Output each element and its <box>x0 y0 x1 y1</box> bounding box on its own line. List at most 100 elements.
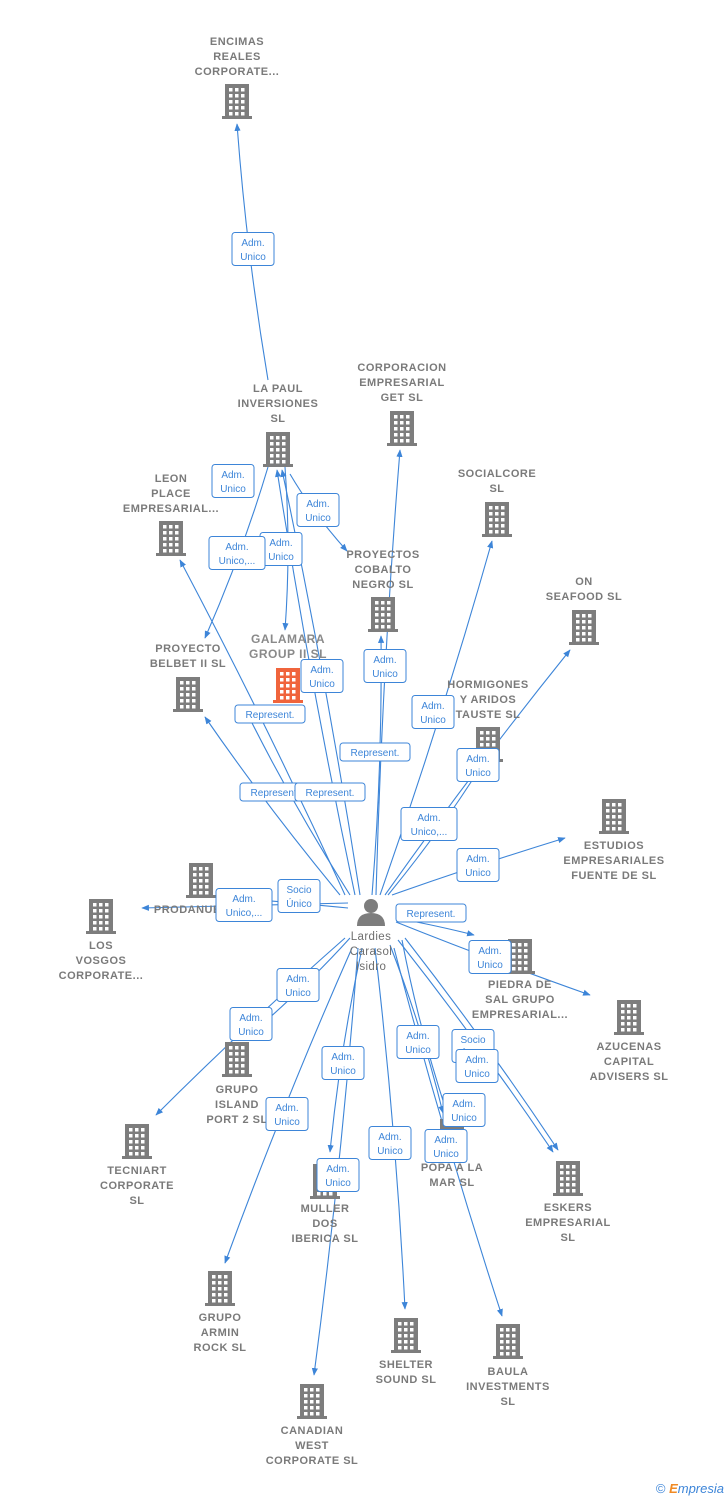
edge-label[interactable]: Adm.Unico <box>442 1093 486 1127</box>
edge-label[interactable]: Adm.Unico <box>456 748 500 782</box>
edge-label-text: Unico,... <box>411 827 448 838</box>
edge-label-text: Adm. <box>452 1099 475 1110</box>
edge-label[interactable]: Adm. Unico <box>231 232 275 266</box>
edge-label[interactable]: Adm.Unico <box>468 940 512 974</box>
company-node-prodanub[interactable]: PRODANUB... <box>154 863 232 916</box>
edge-label[interactable]: Adm.Unico <box>300 659 344 693</box>
edge-label-text: Unico <box>420 715 446 726</box>
building-icon <box>186 863 216 898</box>
edge-label-box <box>363 649 407 683</box>
company-name-line: ESKERS <box>544 1202 592 1214</box>
edge-label[interactable]: Adm.Unico <box>316 1158 360 1192</box>
edge-label[interactable]: Adm.Unico <box>259 532 303 566</box>
edge-label[interactable]: Adm. Unico <box>411 695 455 729</box>
company-node-leon[interactable]: LEONPLACEEMPRESARIAL... <box>123 473 219 556</box>
edge-label-text: Adm. <box>421 701 444 712</box>
building-icon <box>493 1324 523 1359</box>
edge-label-text: Unico <box>240 252 266 263</box>
edge-label-box <box>215 888 273 922</box>
edge-label[interactable]: Adm.Unico <box>424 1129 468 1163</box>
edge-label[interactable]: Adm.Unico <box>321 1046 365 1080</box>
edge-label-box <box>400 807 458 841</box>
company-node-encimas[interactable]: ENCIMASREALESCORPORATE... <box>195 36 280 119</box>
edge-label-box <box>456 748 500 782</box>
edge-label[interactable]: Adm.Unico <box>368 1126 412 1160</box>
edge-label[interactable]: Adm.Unico <box>363 649 407 683</box>
company-name-line: PLACE <box>151 488 191 500</box>
company-node-losvosgos[interactable]: LOSVOSGOSCORPORATE... <box>59 899 144 982</box>
edge-label[interactable]: Represent. <box>395 903 467 923</box>
company-name-line: EMPRESARIAL <box>359 377 445 389</box>
edge-label-text: Unico <box>405 1045 431 1056</box>
edge-label-box <box>294 782 366 802</box>
edge-label-box <box>456 848 500 882</box>
building-icon <box>222 84 252 119</box>
edge-label-box <box>339 742 411 762</box>
edge-label-text: Unico <box>330 1066 356 1077</box>
company-name-line: SL <box>270 413 285 425</box>
brand-logo[interactable]: Empresia <box>669 1481 724 1496</box>
edge-label[interactable]: Adm.Unico <box>396 1025 440 1059</box>
company-name-line: CORPORATE <box>100 1180 174 1192</box>
edge-label-text: Unico <box>305 513 331 524</box>
edge-label-text: Unico <box>325 1178 351 1189</box>
company-name-line: ESTUDIOS <box>584 840 644 852</box>
company-name-line: POPA A LA <box>421 1162 483 1174</box>
edge-label[interactable]: Represent. <box>339 742 411 762</box>
edge-label-text: Adm. <box>286 974 309 985</box>
edge-label[interactable]: Adm.Unico <box>211 464 255 498</box>
company-name-line: TECNIART <box>107 1165 167 1177</box>
company-name-line: MULLER <box>301 1203 350 1215</box>
edge-label[interactable]: Adm.Unico <box>276 968 320 1002</box>
building-icon <box>263 432 293 467</box>
building-icon <box>614 1000 644 1035</box>
edge-label[interactable]: Adm.Unico,... <box>208 536 266 570</box>
edge-label[interactable]: Adm.Unico <box>229 1007 273 1041</box>
edge-label[interactable]: Adm.Unico <box>265 1097 309 1131</box>
person-name-line: Carasol <box>350 946 392 958</box>
edge-label[interactable]: Adm.Unico,... <box>400 807 458 841</box>
company-name-line: SOUND SL <box>376 1374 437 1386</box>
edge-label-text: Unico <box>238 1027 264 1038</box>
edge-label-text: Adm. <box>378 1132 401 1143</box>
company-name-line: DOS <box>312 1218 337 1230</box>
company-name-line: SL <box>489 483 504 495</box>
company-name-line: SHELTER <box>379 1359 433 1371</box>
edge-label[interactable]: Represent. <box>234 704 306 724</box>
company-node-shelter[interactable]: SHELTER SOUND SL <box>376 1318 437 1386</box>
edge-label[interactable]: Adm.Unico,... <box>215 888 273 922</box>
company-name-line: CORPORATE... <box>59 970 144 982</box>
company-name-line: AZUCENAS <box>596 1041 661 1053</box>
company-name-line: ROCK SL <box>194 1342 247 1354</box>
edge-label-text: Adm. <box>241 238 264 249</box>
building-icon <box>222 1042 252 1077</box>
edge-person-belbet <box>204 716 341 896</box>
company-name-line: TAUSTE SL <box>456 709 521 721</box>
edge-label[interactable]: Adm.Unico <box>455 1049 499 1083</box>
edge-label[interactable]: Represent. <box>294 782 366 802</box>
building-icon <box>86 899 116 934</box>
edge-label-text: Unico <box>372 669 398 680</box>
edge-label[interactable]: Adm.Unico <box>296 493 340 527</box>
edge-label[interactable]: Adm.Unico <box>456 848 500 882</box>
building-icon <box>599 799 629 834</box>
company-name-line: CORPORATE SL <box>266 1455 359 1467</box>
